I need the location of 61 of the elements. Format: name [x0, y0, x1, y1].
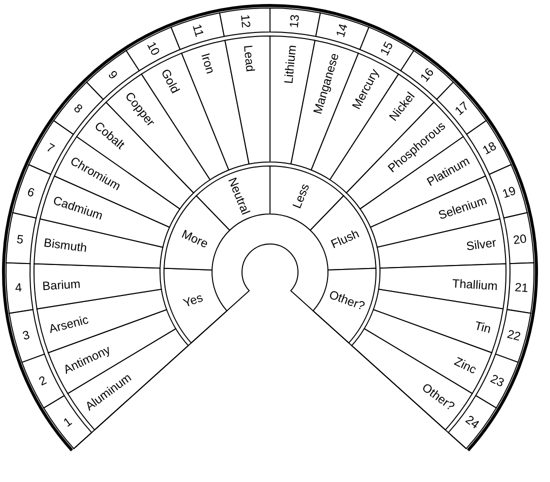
segment-label: 18 [480, 138, 499, 158]
ring-segment [475, 354, 519, 408]
segment-label: More [180, 226, 210, 251]
segment-label: Other? [327, 287, 367, 314]
segment-label: 4 [14, 280, 22, 295]
segment-label: Gold [158, 66, 182, 96]
segment-label: Barium [42, 276, 81, 294]
segment-label: Zinc [452, 354, 479, 377]
ring-segment [503, 212, 534, 264]
segment-label: 15 [377, 39, 396, 58]
segment-label: Iron [198, 51, 218, 76]
ring-segment [6, 262, 34, 314]
ring-segment [315, 12, 370, 50]
ring-segment [495, 309, 532, 363]
segment-label: Lithium [281, 44, 300, 84]
ring-segment [270, 8, 321, 37]
ring-segment [170, 12, 225, 50]
segment-label: 2 [36, 372, 49, 388]
segment-label: Yes [181, 290, 205, 310]
ring-segment [12, 164, 52, 218]
segment-label: 5 [16, 232, 24, 247]
ring-segment [488, 164, 528, 218]
ring-segment [126, 26, 181, 72]
ring-segment [310, 195, 376, 270]
ring-segment [506, 262, 534, 314]
segment-label: 17 [452, 98, 472, 118]
segment-label: 8 [71, 101, 86, 116]
segment-label: 22 [506, 326, 522, 344]
ring-segment [270, 166, 344, 231]
ring-segment [312, 268, 376, 344]
segment-label: 12 [238, 14, 254, 28]
ring-segment [164, 268, 228, 344]
segment-label: Silver [465, 236, 497, 254]
segment-label: 20 [512, 232, 528, 248]
segment-label: 16 [417, 65, 437, 84]
segment-label: 11 [190, 22, 207, 38]
segment-label: Lead [240, 44, 258, 72]
ring-segment [219, 8, 270, 37]
ring-segment [21, 354, 65, 408]
segment-label: 21 [514, 280, 529, 295]
ring-segment [164, 195, 230, 270]
segment-label: 7 [44, 140, 57, 156]
segment-label: 3 [21, 328, 32, 343]
segment-label: Thallium [452, 276, 498, 294]
segment-label: Tin [473, 318, 492, 336]
segment-label: Bismuth [43, 236, 88, 256]
segment-label: Flush [328, 226, 362, 252]
segment-label: 24 [462, 412, 482, 432]
segment-label: 9 [105, 68, 121, 82]
ring-segment [8, 309, 45, 363]
ring-segment [6, 212, 37, 264]
ring-segment [196, 166, 270, 231]
segment-label: 10 [144, 39, 163, 58]
segment-label: Less [290, 182, 312, 210]
segment-label: 6 [26, 184, 36, 200]
segment-label: 19 [500, 183, 518, 201]
segment-label: 1 [60, 414, 74, 430]
segment-label: 23 [488, 371, 506, 390]
segment-label: 14 [333, 22, 350, 39]
segment-label: Arsenic [48, 312, 90, 336]
segment-label: 13 [286, 14, 302, 28]
